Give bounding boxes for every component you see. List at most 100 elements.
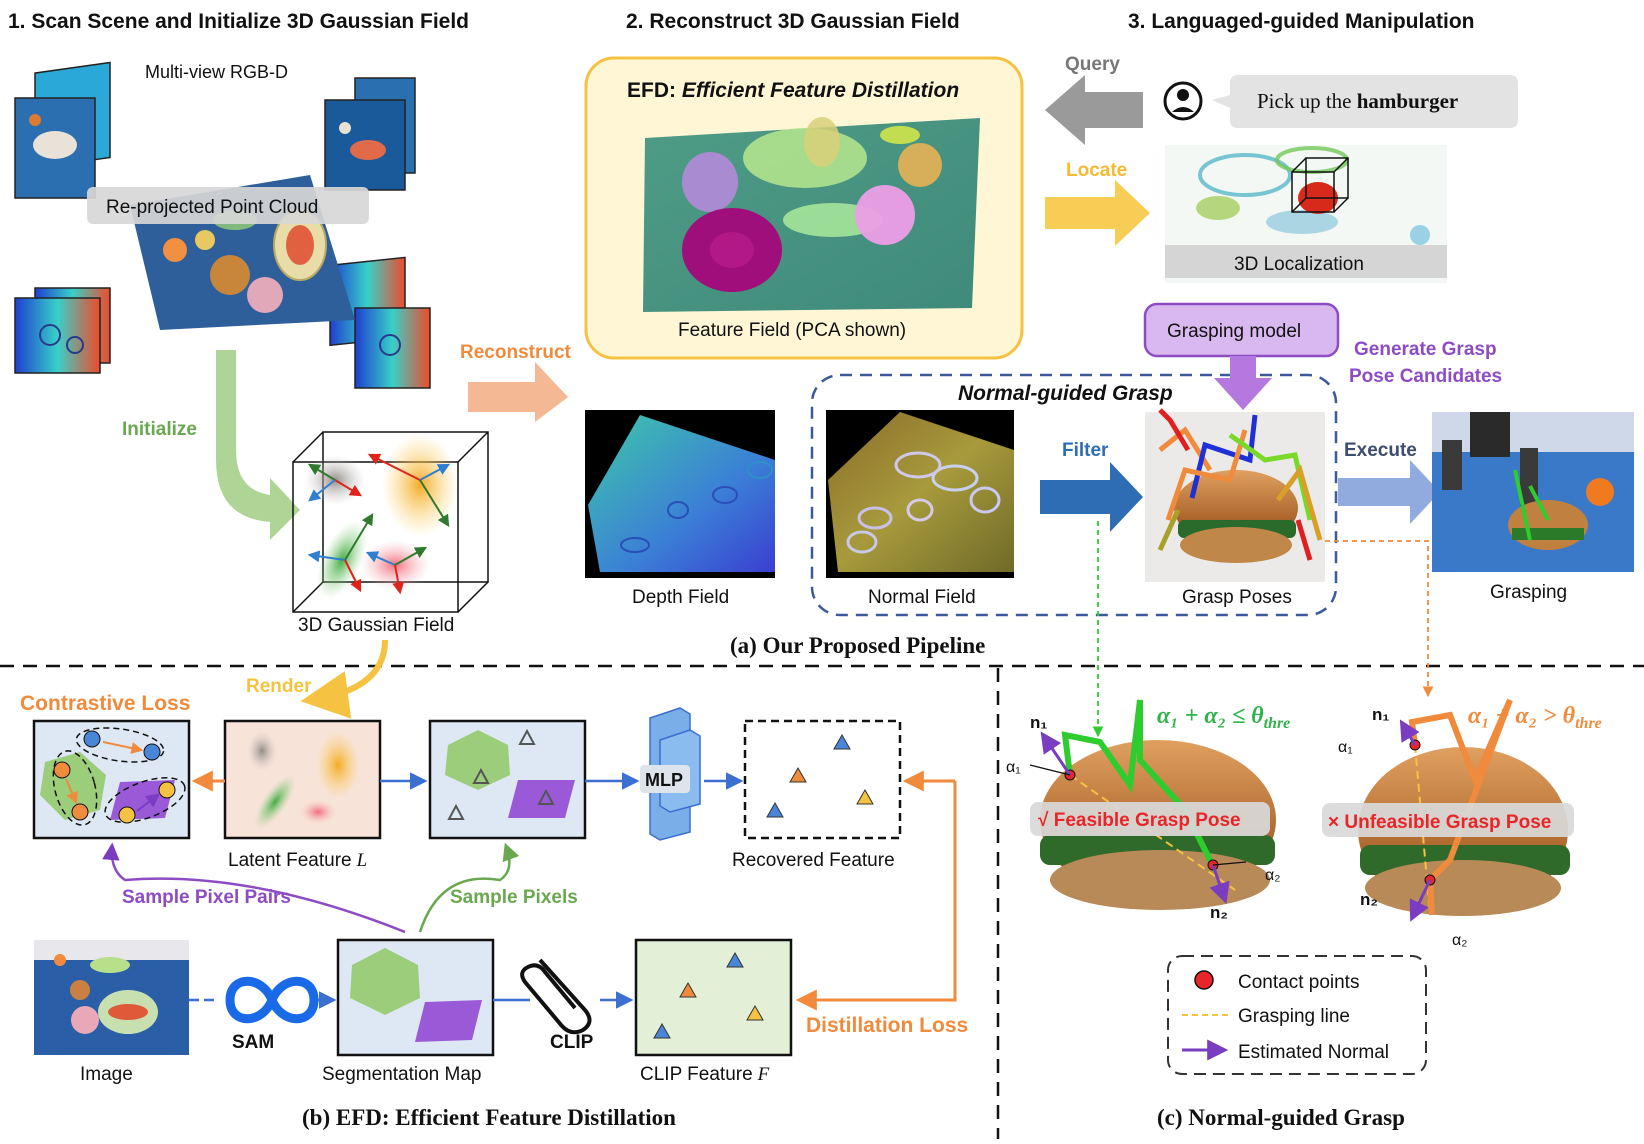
legend-line-label: Grasping line [1238, 1006, 1350, 1027]
filter-arrow [1040, 462, 1143, 532]
depth-field-image [585, 410, 775, 578]
initialize-label: Initialize [122, 419, 197, 440]
query-label: Query [1065, 54, 1120, 75]
prompt-bubble [1212, 75, 1518, 128]
normal-guided-title: Normal-guided Grasp [958, 382, 1173, 405]
unfeasible-n1: n₁ [1372, 705, 1389, 724]
latent-feature-text: Latent Feature [228, 850, 352, 871]
reprojected-label-bg [87, 187, 369, 224]
legend-contact-label: Contact points [1238, 972, 1359, 993]
feasible-formula-text: α₁ + α₂ ≤ θ [1157, 703, 1264, 729]
filter-label: Filter [1062, 440, 1109, 461]
initialize-arrow [216, 350, 300, 540]
rgbd-frame-bottom-right [329, 256, 431, 389]
unfeasible-formula-sub: thre [1575, 715, 1602, 732]
render-label: Render [246, 676, 312, 697]
unfeasible-formula: α₁ + α₂ > θthre [1468, 703, 1602, 732]
sample-pairs-curve [102, 842, 406, 934]
multiview-label: Multi-view RGB-D [145, 62, 288, 82]
depth-field-label: Depth Field [632, 587, 729, 608]
input-image [34, 940, 189, 1055]
caption-c: (c) Normal-guided Grasp [1157, 1105, 1405, 1130]
prompt-prefix: Pick up the [1257, 89, 1357, 113]
rgbd-frame-bottom-left [14, 287, 111, 374]
grasp-poses-label: Grasp Poses [1182, 587, 1292, 608]
contrastive-loss-label: Contrastive Loss [20, 692, 190, 715]
locate-label: Locate [1066, 160, 1127, 181]
rgbd-frame-top-left [14, 61, 111, 199]
feasible-n1: n₁ [1030, 713, 1047, 732]
reconstruct-label: Reconstruct [460, 342, 572, 363]
localization-label: 3D Localization [1234, 254, 1364, 275]
feasible-n2: n₂ [1210, 903, 1228, 922]
sam-logo-icon [225, 976, 319, 1024]
reconstruct-arrow [468, 362, 568, 422]
grasping-image [1432, 412, 1634, 572]
grasping-model-label: Grasping model [1167, 321, 1301, 342]
unfeasible-label-bg [1322, 803, 1574, 837]
segmentation-map-label: Segmentation Map [322, 1064, 482, 1085]
legend-box [1167, 955, 1427, 1075]
query-arrow [1045, 75, 1143, 145]
recovered-feature-label: Recovered Feature [732, 850, 895, 871]
caption-b: (b) EFD: Efficient Feature Distillation [302, 1105, 676, 1130]
locate-arrow [1045, 180, 1150, 246]
feature-field-label: Feature Field (PCA shown) [678, 320, 906, 341]
efd-title-prefix: EFD: [627, 79, 682, 102]
feasible-label-bg [1030, 802, 1270, 836]
legend-contact-icon [1194, 970, 1214, 990]
normal-guided-box [810, 373, 1338, 617]
render-arrow [300, 639, 388, 719]
normal-field-image [826, 410, 1014, 578]
latent-feature-box [223, 719, 382, 840]
sampled-pixels-box [428, 719, 587, 840]
feasible-a1: α₁ [1006, 759, 1021, 776]
clip-label: CLIP [550, 1032, 594, 1053]
unfeasible-label: × Unfeasible Grasp Pose [1328, 812, 1551, 833]
execute-arrow [1338, 460, 1440, 524]
recovered-feature-box [743, 719, 902, 840]
feasible-formula-sub: thre [1264, 715, 1291, 732]
execute-label: Execute [1344, 440, 1417, 461]
grasp-poses-image [1145, 408, 1325, 582]
grasping-model-arrow [1214, 356, 1272, 410]
unfeasible-a2: α₂ [1452, 932, 1467, 949]
distillation-loop [795, 781, 957, 1011]
prompt-bold: hamburger [1357, 89, 1459, 113]
clip-icon [520, 958, 592, 1035]
prompt-text: Pick up the hamburger [1257, 89, 1458, 113]
gaussian-field-label: 3D Gaussian Field [298, 615, 454, 636]
contrastive-box [32, 719, 191, 840]
clip-feature-text: CLIP Feature [640, 1064, 753, 1085]
sam-label: SAM [232, 1032, 274, 1053]
reprojected-label: Re-projected Point Cloud [106, 197, 318, 218]
user-avatar [1163, 81, 1203, 121]
feasible-label: √ Feasible Grasp Pose [1038, 810, 1241, 831]
mlp-label: MLP [645, 770, 683, 790]
caption-a: (a) Our Proposed Pipeline [730, 633, 985, 658]
efd-title-italic: Efficient Feature Distillation [682, 79, 959, 102]
grasp-link-orange [1325, 540, 1434, 698]
clip-feature-symbol: F [757, 1064, 770, 1085]
unfeasible-formula-text: α₁ + α₂ > θ [1468, 703, 1576, 729]
gaussian-axes [307, 453, 451, 595]
unfeasible-a1: α₁ [1338, 739, 1353, 756]
sample-pixels-curve [418, 842, 520, 933]
header-step3: 3. Languaged-guided Manipulation [1128, 10, 1475, 33]
generate-label-1: Generate Grasp [1354, 339, 1497, 360]
feature-field-image [643, 117, 980, 312]
legend-normal-label: Estimated Normal [1238, 1042, 1389, 1063]
sample-pixels-label: Sample Pixels [450, 887, 578, 908]
rgbd-frame-top-right [324, 77, 416, 191]
feasible-a2: α₂ [1265, 867, 1280, 884]
localization-label-bg [1165, 245, 1447, 278]
header-step2: 2. Reconstruct 3D Gaussian Field [626, 10, 960, 33]
mlp-block [640, 707, 701, 841]
image-label: Image [80, 1064, 133, 1085]
clip-feature-box [634, 938, 793, 1057]
normal-field-label: Normal Field [868, 587, 976, 608]
segmentation-map-box [336, 938, 495, 1057]
